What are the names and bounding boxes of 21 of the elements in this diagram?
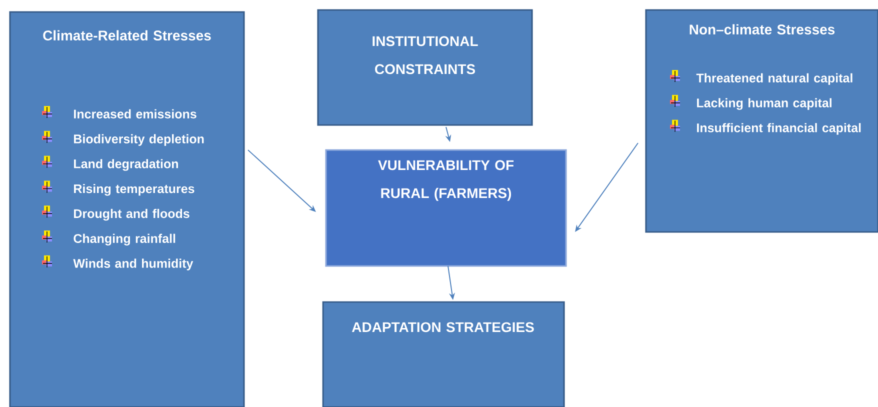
bullet-item: Drought and floods [74, 208, 190, 221]
stress-box [325, 149, 567, 267]
stress-box [9, 11, 245, 407]
stress-box [645, 9, 878, 233]
bullet-item: Increased emissions [74, 109, 196, 118]
bullet-item: Rising temperatures [74, 184, 194, 196]
bullet-item: Lacking human capital [697, 98, 832, 110]
box-heading: VULNERABILITY OF RURAL (FARMERS) [378, 160, 514, 201]
stress-box [317, 9, 533, 126]
box-heading: Climate-Related Stresses [43, 30, 211, 40]
bullet-item: Biodiversity depletion [74, 134, 204, 146]
bullet-item: Winds and humidity [73, 258, 194, 270]
bullet-item: Threatened natural capital [696, 73, 852, 85]
stress-box [322, 301, 565, 407]
bullet-item: Insufficient financial capital [697, 123, 861, 135]
arrow [248, 150, 316, 212]
bullet-item: Land degradation [74, 159, 178, 171]
box-heading: ADAPTATION STRATEGIES [352, 322, 534, 332]
box-heading: Non–climate Stresses [690, 24, 835, 34]
bullet-item: Changing rainfall [74, 234, 176, 246]
box-heading: INSTITUTIONAL CONSTRAINTS [372, 36, 478, 74]
